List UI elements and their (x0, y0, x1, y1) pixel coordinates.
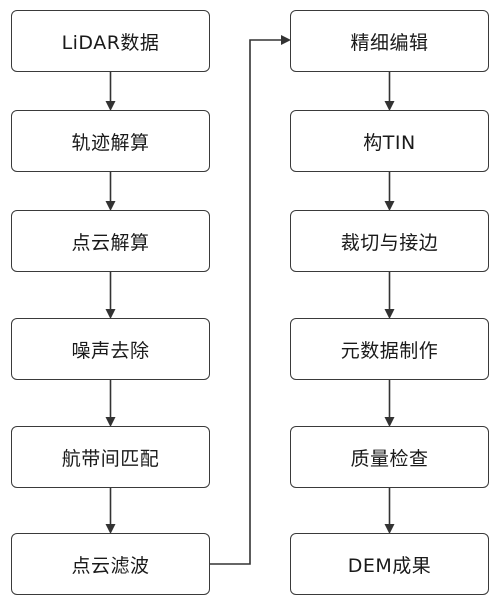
node-pointcloud-solution: 点云解算 (11, 210, 210, 272)
node-trajectory-solution: 轨迹解算 (11, 110, 210, 172)
node-metadata-production: 元数据制作 (290, 318, 489, 380)
arrow-filtering-to-fine-edit (210, 35, 291, 565)
node-strip-matching: 航带间匹配 (11, 426, 210, 488)
node-clip-and-edge-match: 裁切与接边 (290, 210, 489, 272)
node-fine-editing: 精细编辑 (290, 10, 489, 72)
node-quality-check: 质量检查 (290, 426, 489, 488)
node-pointcloud-filtering: 点云滤波 (11, 533, 210, 595)
node-lidar-data: LiDAR数据 (11, 10, 210, 72)
node-dem-result: DEM成果 (290, 533, 489, 595)
node-build-tin: 构TIN (290, 110, 489, 172)
node-noise-removal: 噪声去除 (11, 318, 210, 380)
